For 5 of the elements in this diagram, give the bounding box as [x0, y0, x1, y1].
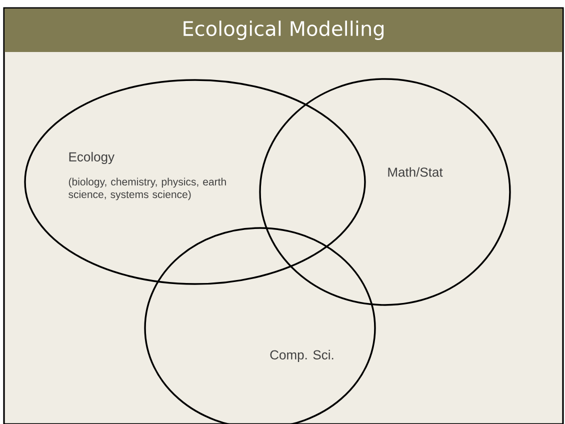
venn-label: Math/Stat	[388, 167, 443, 177]
venn-description: (biology, chemistry, physics, earth science, systems science)	[68, 178, 226, 200]
venn-label: Ecology	[69, 152, 114, 164]
title-bar: Ecological Modelling	[4, 8, 562, 52]
venn-label: Comp. Sci.	[270, 350, 334, 362]
